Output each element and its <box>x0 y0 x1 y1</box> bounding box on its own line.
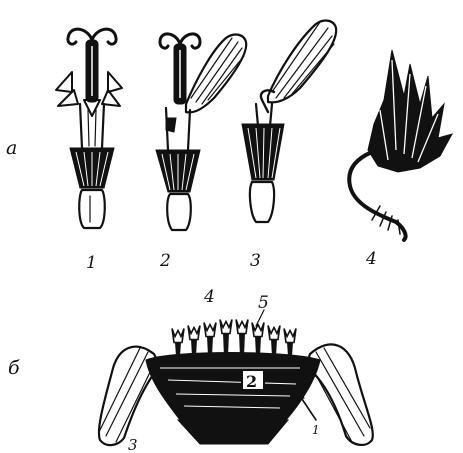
panel-b-label-2: 2 <box>246 372 257 391</box>
flower-4-drawing <box>349 50 452 240</box>
flower-3-drawing <box>242 21 336 222</box>
disc-floret <box>188 326 200 357</box>
disc-floret <box>252 323 264 357</box>
disc-floret <box>204 323 216 357</box>
panel-a-label-1: 1 <box>86 253 97 273</box>
panel-b-label-1: 1 <box>312 423 320 437</box>
panel-b-label-4: 4 <box>203 287 215 307</box>
panel-b-letter: б <box>8 357 20 379</box>
panel-a: а 1 2 3 4 <box>6 21 452 273</box>
disc-florets <box>172 320 296 357</box>
inflorescence-head-drawing <box>99 320 373 446</box>
disc-floret <box>172 329 184 357</box>
disc-floret <box>284 329 296 357</box>
panel-a-label-2: 2 <box>159 251 171 271</box>
panel-a-label-3: 3 <box>250 251 261 271</box>
disc-floret <box>220 320 232 357</box>
panel-a-letter: а <box>6 137 17 159</box>
disc-floret <box>268 326 280 357</box>
panel-a-label-4: 4 <box>365 249 377 269</box>
disc-floret <box>236 320 248 357</box>
panel-b-label-3: 3 <box>128 436 138 453</box>
panel-b: б 4 5 2 3 1 <box>8 287 373 453</box>
flower-1-drawing <box>56 29 122 228</box>
flower-2-drawing <box>156 34 246 230</box>
